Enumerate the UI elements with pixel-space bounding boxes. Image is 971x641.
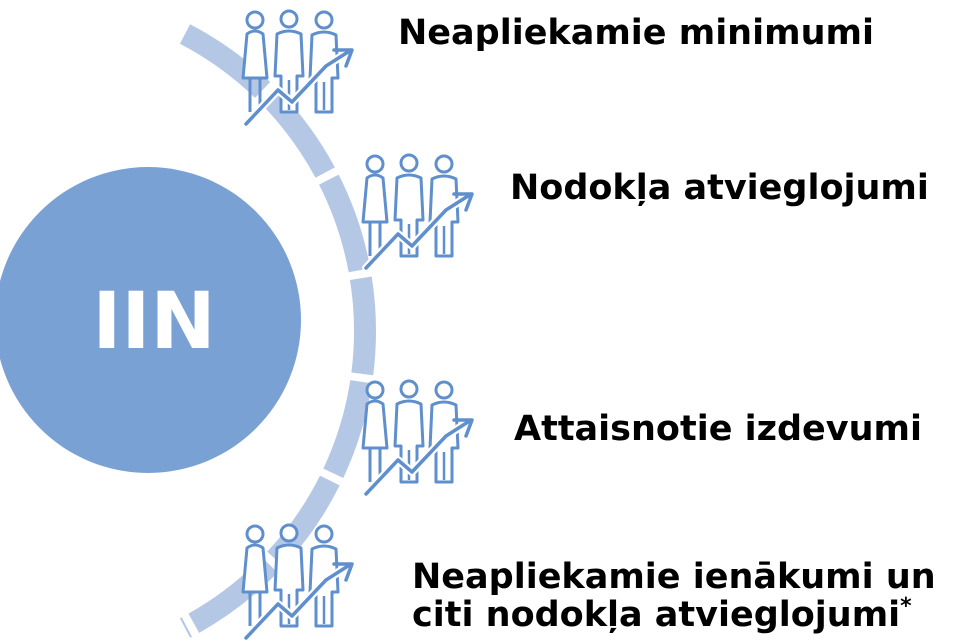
center-circle [0, 167, 301, 473]
item-label-4: Neapliekamie ienākumi un citi nodokļa at… [412, 558, 936, 634]
people-growth-icon [243, 11, 352, 124]
item-label-4-line1: Neapliekamie ienākumi un [412, 557, 936, 597]
footnote-mark: * [900, 594, 912, 619]
item-label-2: Nodokļa atvieglojumi [510, 168, 929, 208]
item-label-3: Attaisnotie izdevumi [514, 409, 922, 449]
people-growth-icon [363, 155, 472, 268]
item-label-1: Neapliekamie minimumi [398, 13, 874, 53]
center-label: IIN [92, 277, 215, 367]
item-label-4-line2: citi nodokļa atvieglojumi [412, 595, 901, 635]
connector-arc [179, 24, 377, 638]
people-growth-icon [363, 381, 472, 494]
